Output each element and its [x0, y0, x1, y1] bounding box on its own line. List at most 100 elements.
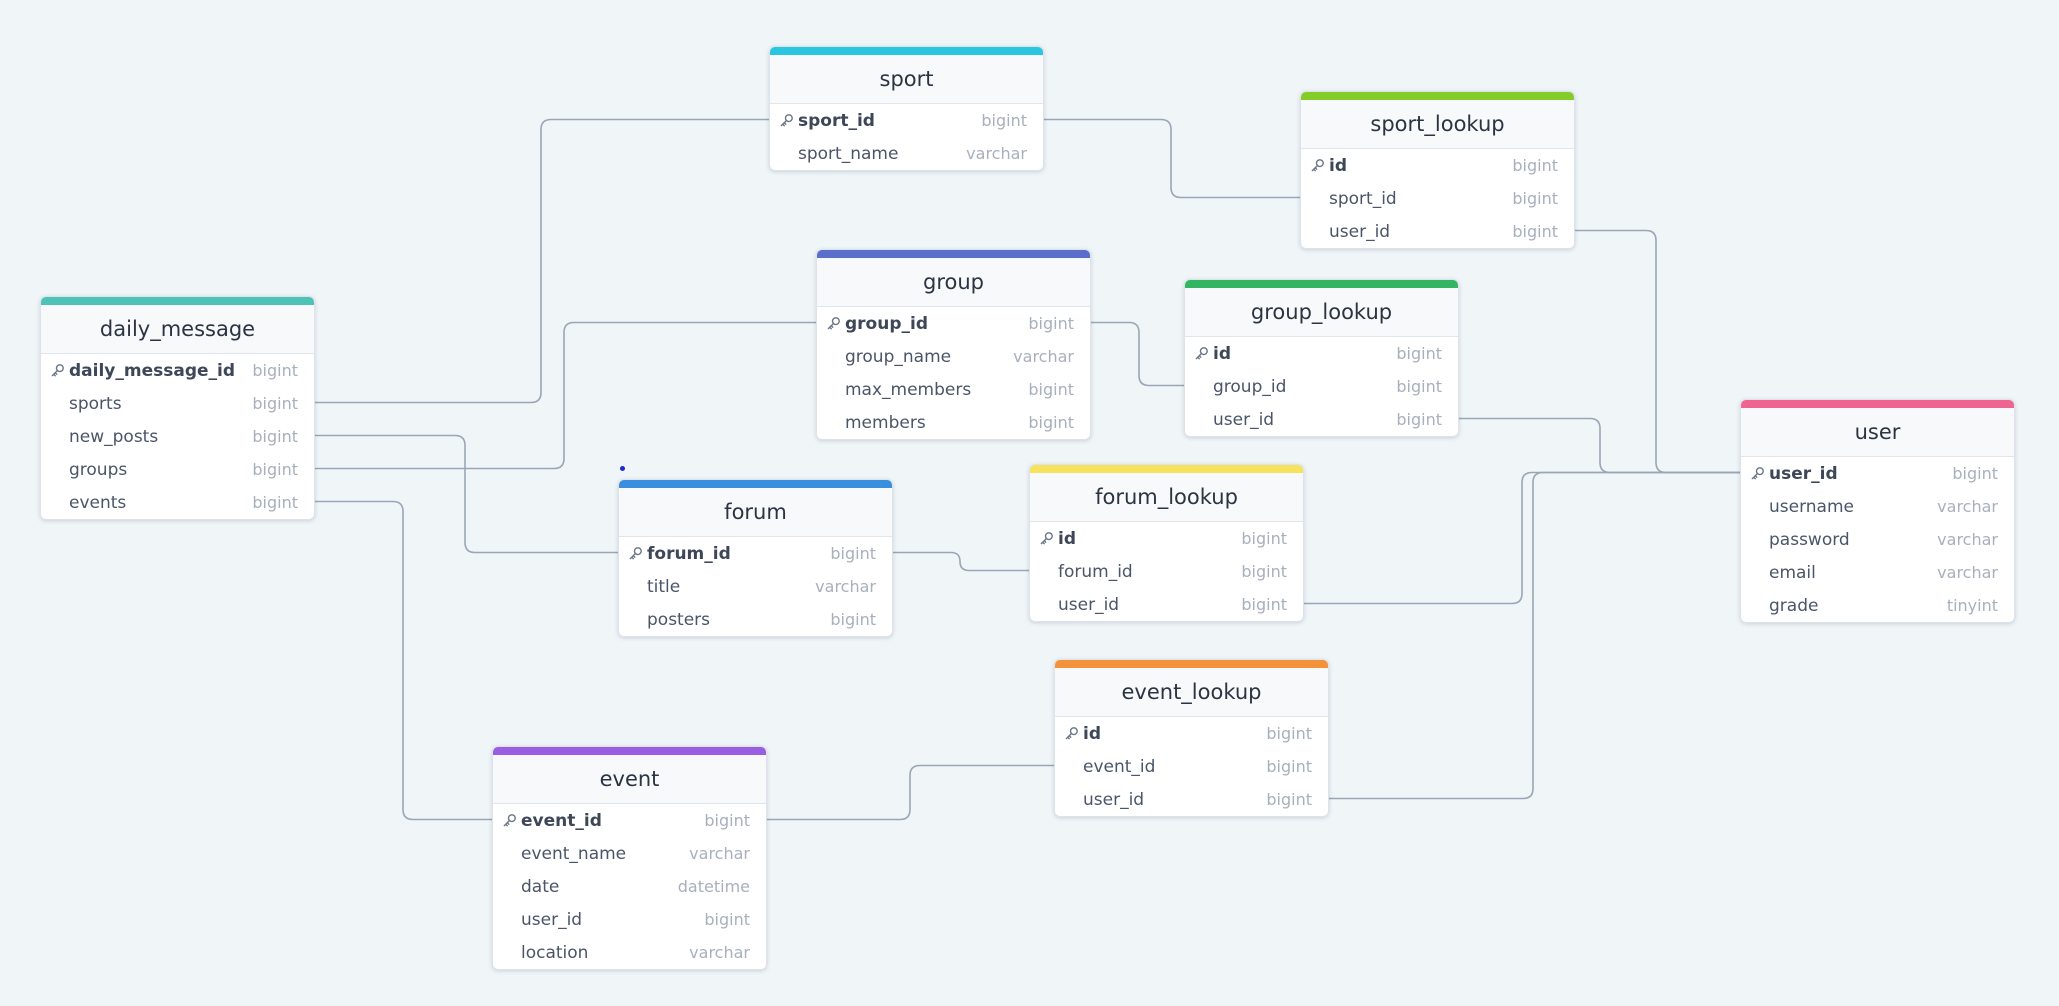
selection-dot: [620, 466, 625, 471]
relation-line[interactable]: [1089, 321, 1184, 387]
column-type: bigint: [830, 610, 876, 629]
column-type: varchar: [1937, 563, 1998, 582]
column-type: bigint: [1266, 757, 1312, 776]
table-title[interactable]: event_lookup: [1055, 668, 1328, 717]
column-name: id: [1213, 343, 1231, 364]
column-type: bigint: [252, 493, 298, 512]
table-title[interactable]: forum_lookup: [1030, 473, 1303, 522]
column-row[interactable]: max_members bigint: [817, 373, 1090, 406]
relation-line[interactable]: [1573, 229, 1740, 474]
relation-line[interactable]: [313, 118, 769, 404]
relation-line[interactable]: [1457, 417, 1740, 474]
table-title[interactable]: forum: [619, 488, 892, 537]
table-title[interactable]: sport_lookup: [1301, 100, 1574, 149]
column-name: max_members: [845, 379, 972, 400]
table-title[interactable]: group: [817, 258, 1090, 307]
column-row[interactable]: sports bigint: [41, 387, 314, 420]
column-type: bigint: [1396, 377, 1442, 396]
column-name: events: [69, 492, 127, 513]
relation-line[interactable]: [891, 551, 1029, 572]
column-name: posters: [647, 609, 711, 630]
column-name: user_id: [1769, 463, 1838, 484]
column-name: username: [1769, 496, 1854, 517]
table-title[interactable]: sport: [770, 55, 1043, 104]
column-name: sports: [69, 393, 122, 414]
relation-line[interactable]: [765, 764, 1054, 821]
table-title[interactable]: event: [493, 755, 766, 804]
table-title[interactable]: daily_message: [41, 305, 314, 354]
primary-key-icon: [628, 546, 643, 561]
column-type: varchar: [1937, 530, 1998, 549]
relation-line[interactable]: [313, 434, 618, 554]
column-type: bigint: [252, 394, 298, 413]
column-type: bigint: [1028, 380, 1074, 399]
table-title[interactable]: group_lookup: [1185, 288, 1458, 337]
table-color-bar: [493, 747, 766, 755]
relation-line[interactable]: [313, 500, 492, 821]
column-type: bigint: [1266, 724, 1312, 743]
table-color-bar: [1185, 280, 1458, 288]
column-row[interactable]: posters bigint: [619, 603, 892, 636]
column-row[interactable]: events bigint: [41, 486, 314, 519]
column-type: bigint: [1266, 790, 1312, 809]
column-name: id: [1058, 528, 1076, 549]
relation-line[interactable]: [1302, 471, 1740, 605]
column-name: members: [845, 412, 926, 433]
column-type: bigint: [1241, 595, 1287, 614]
relation-line[interactable]: [313, 321, 816, 470]
primary-key-icon: [1064, 726, 1079, 741]
relation-line[interactable]: [1042, 118, 1300, 199]
column-type: bigint: [981, 111, 1027, 130]
table-color-bar: [41, 297, 314, 305]
table-title[interactable]: user: [1741, 408, 2014, 457]
primary-key-icon: [826, 316, 841, 331]
table-color-bar: [770, 47, 1043, 55]
relation-line[interactable]: [1327, 471, 1740, 800]
column-name: sport_name: [798, 143, 899, 164]
column-name: user_id: [1329, 221, 1391, 242]
